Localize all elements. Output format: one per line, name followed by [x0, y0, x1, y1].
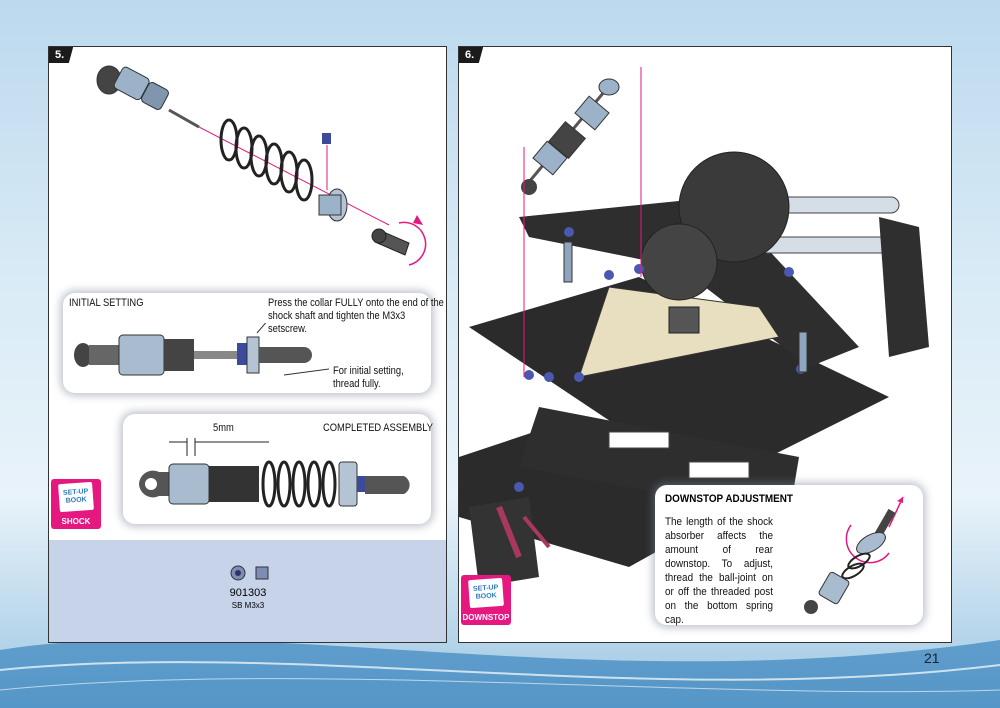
parts-area: 901303 SB M3x3 — [49, 540, 446, 642]
downstop-title: DOWNSTOP ADJUSTMENT — [665, 493, 793, 505]
initial-setting-shock-illustration — [74, 323, 329, 376]
page-number: 21 — [924, 650, 940, 666]
initial-setting-title: INITIAL SETTING — [69, 297, 144, 309]
dimension-label: 5mm — [213, 422, 234, 434]
step-6-panel: 6. DOW — [458, 46, 952, 643]
badge-book-text: SET-UP BOOK — [62, 488, 89, 505]
chassis-illustration — [459, 67, 929, 587]
badge-book-text: SET-UP BOOK — [472, 584, 499, 601]
initial-setting-box: INITIAL SETTING Press the collar FULLY o… — [63, 293, 444, 393]
downstop-box: DOWNSTOP ADJUSTMENT The length of the sh… — [655, 485, 923, 626]
step-5-panel: 5. INITIAL SETTING Press the collar FULL… — [48, 46, 447, 643]
downstop-shock-illustration — [804, 496, 904, 614]
thread-note: For initial setting, thread fully. — [333, 365, 404, 390]
part-number: 901303 — [229, 587, 267, 599]
badge-caption: DOWNSTOP — [462, 613, 510, 622]
collar-note: Press the collar FULLY onto the end of t… — [268, 297, 444, 335]
step-number: 5. — [49, 47, 74, 63]
step-number: 6. — [459, 47, 484, 63]
setup-book-badge-shock: SET-UP BOOK SHOCK — [51, 479, 101, 529]
downstop-text: The length of the shock absorber affects… — [665, 516, 773, 626]
completed-shock-illustration — [139, 438, 410, 508]
badge-caption: SHOCK — [61, 517, 91, 526]
setscrew-icon — [230, 565, 269, 581]
part-name: SB M3x3 — [231, 601, 265, 610]
shock-exploded-illustration — [96, 65, 427, 266]
completed-assembly-title: COMPLETED ASSEMBLY — [323, 422, 433, 434]
setup-book-badge-downstop: SET-UP BOOK DOWNSTOP — [461, 575, 511, 625]
completed-assembly-box: 5mm COMPLETED ASSEMBLY — [123, 414, 433, 524]
